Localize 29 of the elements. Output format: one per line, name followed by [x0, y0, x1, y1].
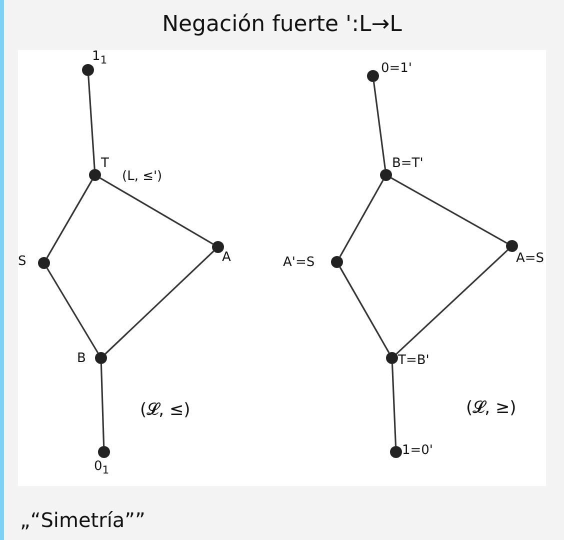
point-label: 0$_{1}$	[94, 460, 110, 476]
lattice-edge	[104, 250, 214, 354]
title: Negación fuerte ':L→L	[161, 12, 403, 37]
point-label: A'=S	[283, 256, 315, 269]
structure-label: (L, ≤')	[122, 170, 162, 183]
lattice-edge	[100, 364, 105, 446]
point-label: A=S	[516, 252, 544, 265]
caption: „“Simetría””	[20, 508, 146, 532]
lattice-edge	[339, 266, 390, 354]
point-label: 1=0'	[402, 444, 434, 457]
lattice-edge	[391, 364, 397, 446]
lattice-edge	[390, 177, 508, 244]
structure-label: (𝓛, ≥)	[466, 398, 516, 418]
point-label: A	[222, 251, 231, 264]
point-label: B=T'	[392, 157, 424, 170]
point-label: 0=1'	[381, 62, 412, 75]
lattice-edge	[88, 76, 96, 170]
lattice-edge	[372, 82, 386, 170]
lattice-edge	[396, 250, 508, 354]
lattice-edge	[46, 268, 99, 354]
point-label: T=B'	[398, 354, 430, 367]
lattice-edge	[339, 180, 384, 258]
point-label: 1$_{1}$	[92, 50, 108, 66]
structure-label: (𝓛, ≤)	[140, 400, 190, 420]
point-label: B	[77, 352, 86, 365]
lattice-edge	[100, 177, 214, 245]
lattice-edge	[46, 180, 93, 258]
point-label: S	[18, 255, 26, 268]
point-label: T	[101, 157, 109, 170]
